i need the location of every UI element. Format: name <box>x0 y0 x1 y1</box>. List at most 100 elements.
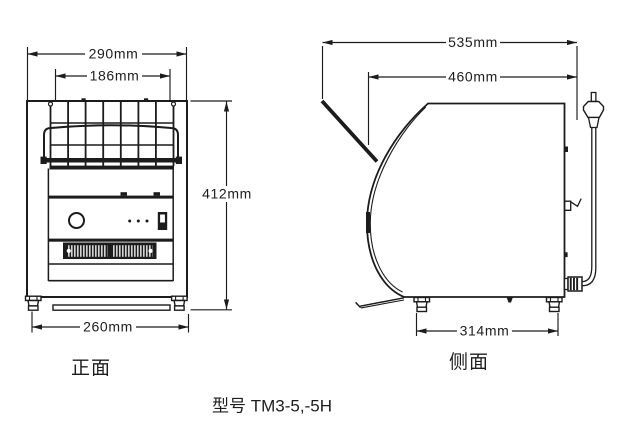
gland-rib-1 <box>569 277 572 291</box>
front-foot-left <box>24 295 42 311</box>
grille-slats-right <box>112 245 153 257</box>
foot-taper <box>548 301 561 308</box>
plug-body <box>582 100 605 119</box>
indicator-light-1 <box>128 219 132 223</box>
control-panel <box>48 192 174 242</box>
gland-rib-2 <box>573 277 575 291</box>
feed-ramp <box>320 99 379 163</box>
foot-flange-ribs <box>28 296 38 301</box>
flap-bottom <box>360 299 405 309</box>
arrow-left <box>416 328 427 334</box>
front-dim-height: 412mm <box>190 100 252 311</box>
dim-text-opening-width: 186mm <box>90 68 140 84</box>
cable-gland <box>563 276 583 292</box>
side-foot-front <box>413 296 431 313</box>
front-foot-right <box>170 295 188 311</box>
rear-nub-top <box>564 146 568 152</box>
arrow-right <box>176 51 187 57</box>
bottom-tab <box>506 297 513 303</box>
foot-taper <box>173 299 186 307</box>
rack-bottom-bar <box>49 165 174 170</box>
side-body-outline <box>366 102 566 298</box>
side-foot-rear <box>545 296 563 313</box>
plug-neck <box>587 116 600 129</box>
grille-slats-left <box>66 245 108 257</box>
flap-tip <box>355 301 362 309</box>
rack-rail <box>40 158 182 163</box>
rack-rail-end-right <box>175 156 182 164</box>
exit-flap <box>355 297 405 309</box>
gland-rib-3 <box>576 277 579 291</box>
power-plug <box>582 91 605 129</box>
grille-screw-right <box>148 248 153 253</box>
rack-rail-end-left <box>40 156 47 164</box>
extension-lines <box>190 100 232 311</box>
front-dim-opening-width: 186mm <box>54 68 171 101</box>
arrow-right <box>548 328 558 334</box>
bread-rack <box>40 101 182 170</box>
rack-wires <box>50 122 174 146</box>
arrow-right <box>160 73 170 79</box>
foot-pad <box>548 306 560 313</box>
power-switch-window <box>160 214 165 223</box>
cord-outer <box>581 127 597 287</box>
top-tick-1 <box>81 98 86 101</box>
arrow-left <box>55 73 66 79</box>
latch-box <box>564 200 572 211</box>
foot-taper <box>27 299 40 307</box>
dim-text-base-depth: 314mm <box>460 323 510 339</box>
dim-text-height: 412mm <box>202 186 252 202</box>
arrow-right <box>567 74 577 80</box>
side-dim-overall-depth: 535mm <box>321 34 578 120</box>
extension-lines <box>31 311 190 333</box>
foot-pad <box>27 305 39 311</box>
front-view: 290mm 186mm 412mm <box>24 46 252 379</box>
front-dim-overall-width: 290mm <box>26 46 188 100</box>
panel-tick-2 <box>153 192 160 196</box>
latch-flag <box>570 198 582 208</box>
rack-bars <box>49 102 175 166</box>
model-caption: 型号 TM3-5,-5H <box>212 397 332 416</box>
front-view-label: 正面 <box>71 358 111 379</box>
side-view-label: 侧面 <box>449 351 489 373</box>
arrow-right <box>567 39 577 46</box>
panel-bottom-edge <box>48 238 174 242</box>
rear-nub-bottom <box>564 252 568 258</box>
side-body-inner-curve <box>369 106 427 293</box>
arrow-down <box>223 299 230 310</box>
side-dim-body-depth: 460mm <box>367 69 577 145</box>
foot-pad <box>416 306 428 313</box>
dim-text-overall-depth: 535mm <box>448 34 498 50</box>
control-knob <box>68 212 85 229</box>
front-dim-base-width: 260mm <box>31 311 190 335</box>
plug-pin <box>590 91 597 103</box>
power-cord <box>581 127 597 287</box>
panel-tick-1 <box>120 192 127 196</box>
cord-inner <box>581 127 593 283</box>
extension-lines <box>54 69 171 101</box>
dim-text-body-depth: 460mm <box>448 69 498 85</box>
foot-taper <box>415 301 428 308</box>
foot-flange-ribs <box>417 297 427 302</box>
side-dim-base-depth: 314mm <box>415 313 559 339</box>
grille-screw-left <box>66 248 71 253</box>
top-tick-2 <box>144 98 149 101</box>
dim-text-overall-width: 290mm <box>89 46 139 62</box>
foot-pad <box>173 305 185 311</box>
vent-grille <box>63 242 157 259</box>
foot-flange-ribs <box>175 296 184 301</box>
indicator-light-2 <box>136 219 140 223</box>
indicator-light-3 <box>145 219 149 223</box>
rack-guard <box>43 124 179 161</box>
crumb-tray <box>52 304 171 311</box>
rack-pin-right <box>170 101 177 107</box>
arrow-up <box>223 101 230 112</box>
extension-lines <box>415 313 559 336</box>
side-view: 535mm 460mm <box>320 34 605 373</box>
arrow-left <box>27 51 38 57</box>
arrow-left <box>322 39 333 46</box>
panel-top-edge <box>48 195 174 199</box>
foot-flange-ribs <box>549 297 559 302</box>
